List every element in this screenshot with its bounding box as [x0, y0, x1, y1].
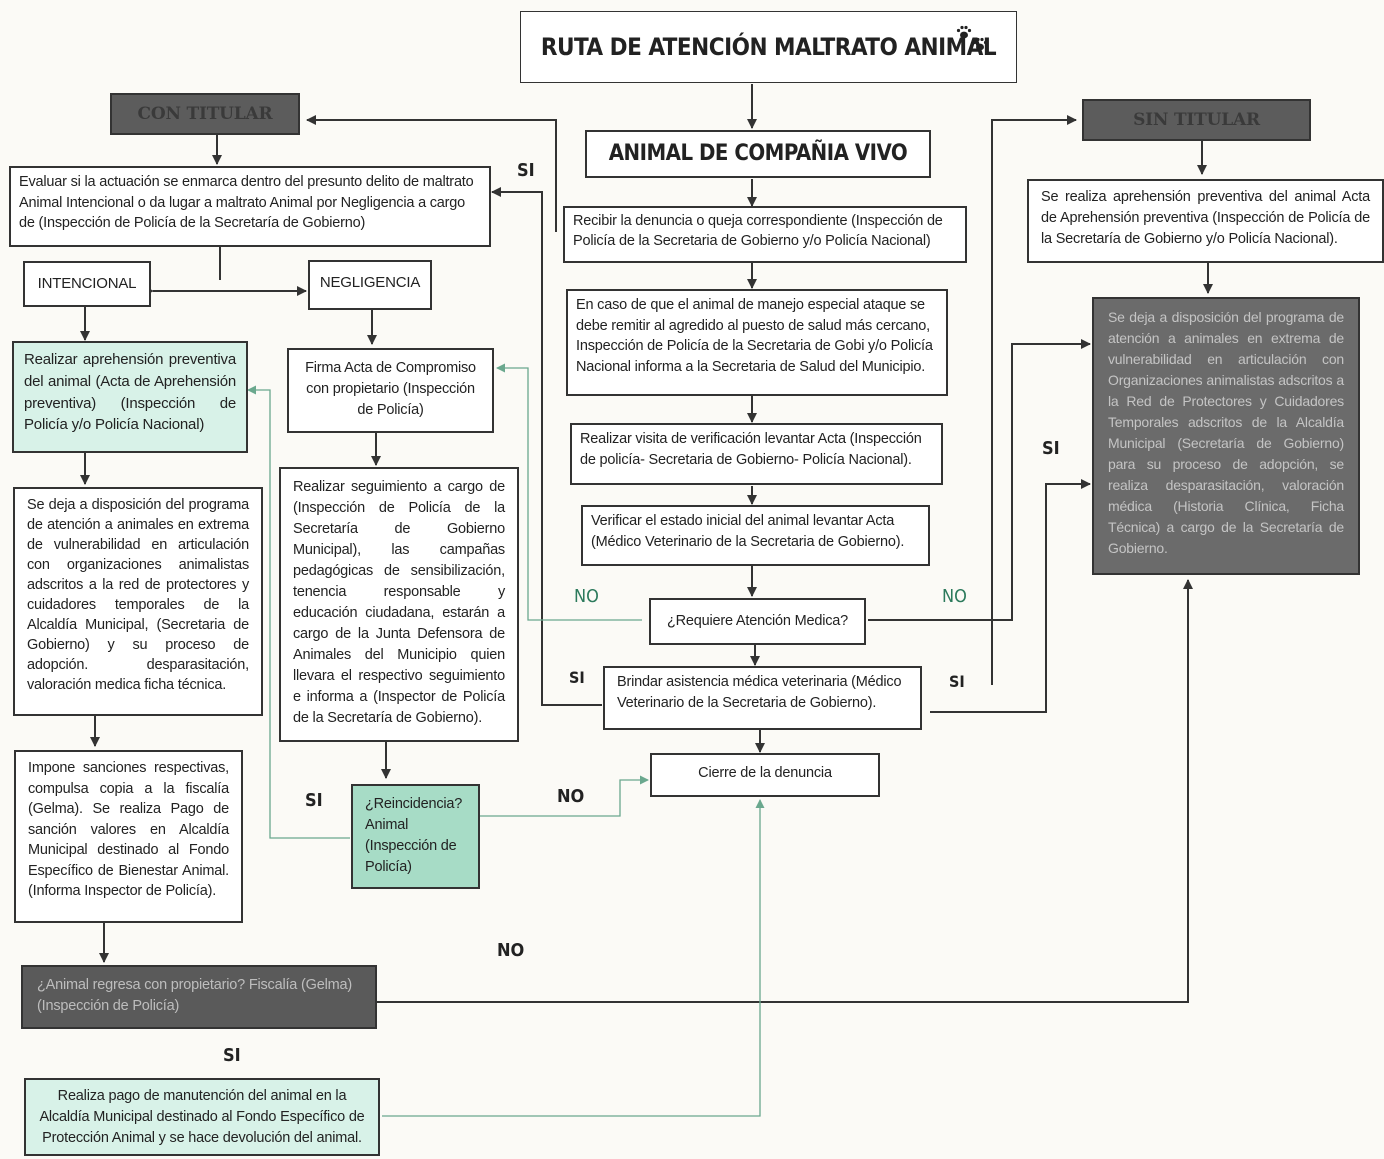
disposicion-programa-text: Se deja a disposición del programa de at… — [27, 497, 249, 693]
start-node-text: ANIMAL DE COMPAÑIA VIVO — [608, 141, 908, 167]
seguimiento-text: Realizar seguimiento a cargo de (Inspecc… — [293, 479, 505, 727]
sanciones-node: Impone sanciones respectivas, compulsa c… — [14, 750, 243, 923]
firma-acta-node: Firma Acta de Compromiso con propietario… — [287, 348, 494, 433]
aprehension-preventiva-node: Realizar aprehensión preventiva del anim… — [12, 341, 248, 453]
cierre-denuncia-text: Cierre de la denuncia — [698, 765, 832, 781]
recibir-denuncia-node: Recibir la denuncia o queja correspondie… — [563, 206, 967, 263]
regresa-propietario-text: ¿Animal regresa con propietario? Fiscalí… — [37, 977, 352, 1015]
recibir-denuncia-text: Recibir la denuncia o queja correspondie… — [573, 213, 943, 249]
label-no-regresa: NO — [497, 940, 525, 961]
manutencion-text: Realiza pago de manutención del animal e… — [39, 1088, 365, 1147]
cierre-denuncia-node: Cierre de la denuncia — [650, 753, 880, 797]
verificar-estado-node: Verificar el estado inicial del animal l… — [581, 505, 930, 566]
label-si-right: SI — [1042, 438, 1060, 459]
aprehension-preventiva-right-text: Se realiza aprehensión preventiva del an… — [1041, 189, 1370, 248]
con-titular-text: CON TITULAR — [137, 103, 273, 124]
requiere-atencion-node: ¿Requiere Atención Medica? — [649, 598, 866, 645]
negligencia-node: NEGLIGENCIA — [308, 260, 432, 310]
label-si-top: SI — [517, 160, 535, 181]
aprehension-preventiva-right-node: Se realiza aprehensión preventiva del an… — [1027, 179, 1384, 263]
start-node: ANIMAL DE COMPAÑIA VIVO — [585, 130, 931, 178]
page-title: RUTA DE ATENCIÓN MALTRATO ANIMAL — [520, 11, 1017, 83]
label-si-regresa: SI — [223, 1045, 241, 1066]
label-si-reincidencia: SI — [305, 790, 323, 811]
visita-verificacion-text: Realizar visita de verificación levantar… — [580, 431, 922, 469]
page-title-text: RUTA DE ATENCIÓN MALTRATO ANIMAL — [540, 32, 997, 61]
paw-prints-icon — [956, 25, 988, 51]
con-titular-node: CON TITULAR — [110, 93, 300, 135]
label-si-brindar-right: SI — [949, 672, 965, 691]
manutencion-node: Realiza pago de manutención del animal e… — [24, 1078, 380, 1156]
firma-acta-text: Firma Acta de Compromiso con propietario… — [305, 360, 476, 419]
verificar-estado-text: Verificar el estado inicial del animal l… — [591, 513, 905, 551]
evaluar-node: Evaluar si la actuación se enmarca dentr… — [9, 166, 491, 247]
brindar-asistencia-node: Brindar asistencia médica veterinaria (M… — [603, 666, 922, 730]
disposicion-programa-right-text: Se deja a disposición del programa de at… — [1108, 309, 1344, 556]
aprehension-preventiva-text: Realizar aprehensión preventiva del anim… — [24, 351, 236, 434]
caso-ataque-node: En caso de que el animal de manejo espec… — [566, 289, 948, 396]
visita-verificacion-node: Realizar visita de verificación levantar… — [570, 423, 943, 485]
sin-titular-text: SIN TITULAR — [1133, 109, 1260, 130]
reincidencia-node: ¿Reincidencia? Animal (Inspección de Pol… — [351, 784, 480, 889]
label-no-right: NO — [942, 586, 967, 607]
sin-titular-node: SIN TITULAR — [1082, 99, 1311, 141]
disposicion-programa-node: Se deja a disposición del programa de at… — [13, 487, 263, 716]
regresa-propietario-node: ¿Animal regresa con propietario? Fiscalí… — [21, 965, 377, 1029]
negligencia-text: NEGLIGENCIA — [319, 274, 421, 291]
brindar-asistencia-text: Brindar asistencia médica veterinaria (M… — [617, 674, 902, 712]
disposicion-programa-right-node: Se deja a disposición del programa de at… — [1092, 297, 1360, 575]
seguimiento-node: Realizar seguimiento a cargo de (Inspecc… — [279, 467, 519, 742]
label-si-brindar-left: SI — [569, 668, 585, 687]
requiere-atencion-text: ¿Requiere Atención Medica? — [667, 612, 848, 629]
intencional-node: INTENCIONAL — [23, 261, 151, 307]
evaluar-text: Evaluar si la actuación se enmarca dentr… — [19, 174, 474, 232]
label-no-left: NO — [574, 586, 599, 607]
reincidencia-text: ¿Reincidencia? Animal (Inspección de Pol… — [365, 796, 463, 876]
label-no-reincidencia: NO — [557, 786, 585, 807]
intencional-text: INTENCIONAL — [37, 275, 137, 293]
sanciones-text: Impone sanciones respectivas, compulsa c… — [28, 760, 229, 900]
caso-ataque-text: En caso de que el animal de manejo espec… — [576, 297, 933, 375]
